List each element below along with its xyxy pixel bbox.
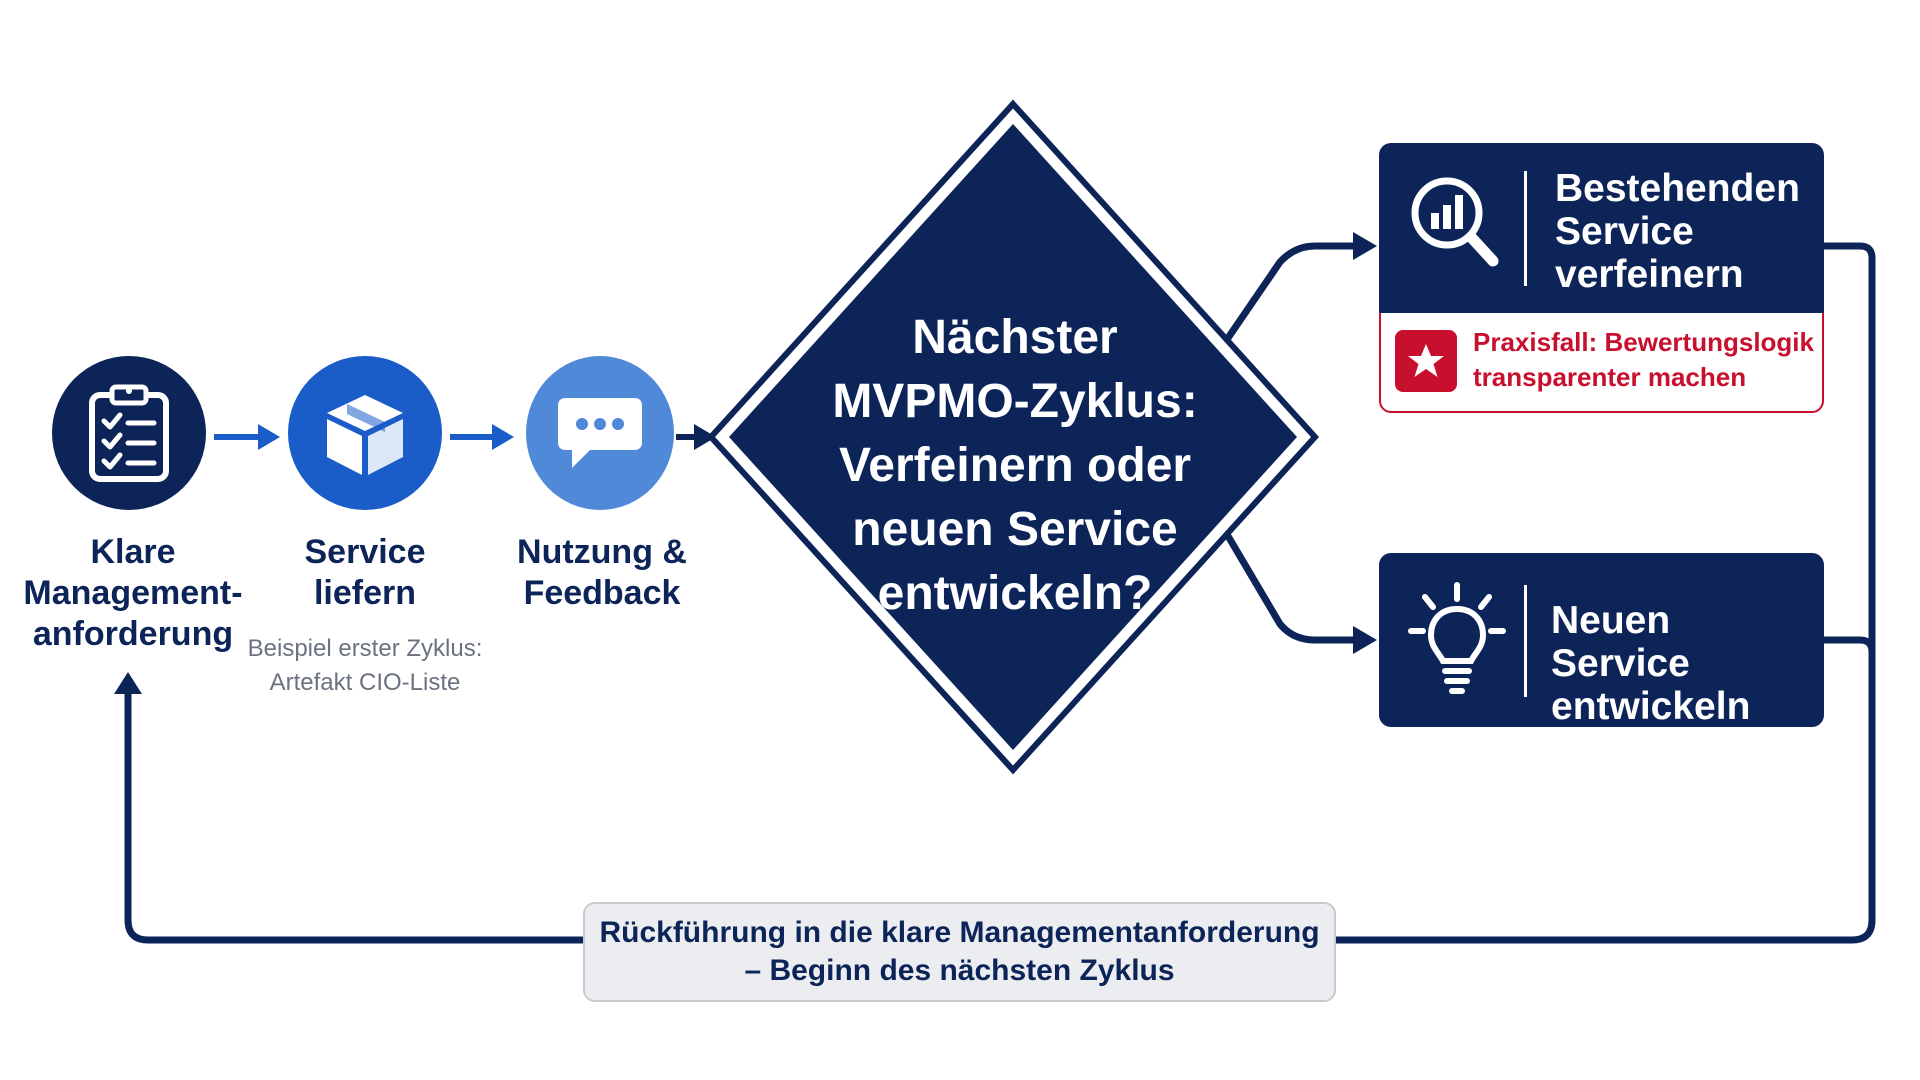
- option-box-new-service: Neuen Service entwickeln: [1379, 553, 1824, 728]
- arrow-step2-to-step3: [450, 424, 514, 450]
- arrow-decision-to-refine: [1225, 232, 1377, 340]
- loop-back-connector: [114, 242, 1876, 944]
- step-label-usage-feedback: Nutzung & Feedback: [517, 533, 687, 612]
- arrow-step3-to-decision: [676, 424, 716, 450]
- practice-case-box: Praxisfall: Bewertungslogik transparente…: [1379, 313, 1824, 413]
- loop-back-text: Rückführung in die klare Managementanfor…: [599, 916, 1320, 987]
- step-circle-management-requirement: [52, 356, 206, 510]
- star-icon: [1395, 330, 1457, 392]
- step-label-management-requirement: Klare Management- anforderung: [23, 533, 243, 653]
- option-separator: [1524, 585, 1527, 697]
- arrow-step1-to-step2: [214, 424, 280, 450]
- practice-case-text: Praxisfall: Bewertungslogik transparente…: [1473, 327, 1814, 392]
- lightbulb-icon: [1408, 582, 1506, 694]
- step-circle-usage-feedback: [526, 356, 674, 510]
- option-box-refine-service: Bestehenden Service verfeinern: [1379, 143, 1824, 313]
- option-title-new-service: Neuen Service entwickeln: [1551, 599, 1751, 728]
- chat-bubble-icon: [558, 398, 642, 468]
- decision-diamond: [706, 99, 1320, 775]
- step-sublabel-example: Beispiel erster Zyklus: Artefakt CIO-Lis…: [247, 635, 483, 696]
- loop-back-box: Rückführung in die klare Managementanfor…: [583, 902, 1336, 1002]
- step-circle-deliver-service: [288, 356, 442, 510]
- option-title-refine-service: Bestehenden Service verfeinern: [1555, 167, 1800, 296]
- step-label-deliver-service: Service liefern: [304, 533, 426, 612]
- clipboard-checklist-icon: [89, 384, 169, 482]
- arrow-decision-to-new: [1224, 534, 1377, 654]
- package-box-icon: [327, 395, 403, 475]
- option-separator: [1524, 171, 1527, 286]
- magnifier-chart-icon: [1411, 177, 1499, 267]
- decision-text: Nächster MVPMO-Zyklus: Verfeinern oder n…: [832, 311, 1198, 620]
